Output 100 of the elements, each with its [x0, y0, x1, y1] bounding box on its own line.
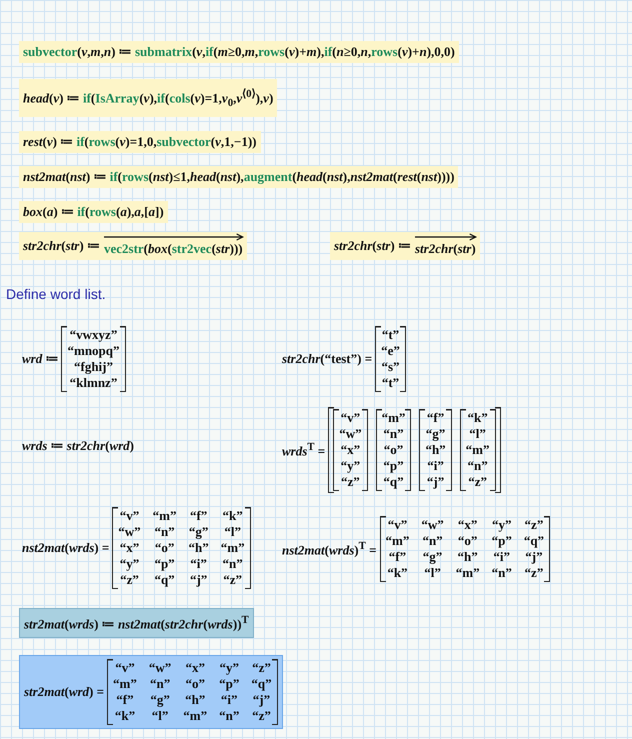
equation-highlight — [19, 79, 278, 117]
matrix-entry: “j” — [426, 474, 446, 490]
matrix-entry: “o” — [456, 533, 478, 549]
matrix-entry: “m” — [386, 533, 410, 549]
matrix-entry: “n” — [222, 556, 244, 572]
matrix-entry: “z” — [222, 572, 244, 588]
matrix-entry: “y” — [340, 458, 362, 474]
matrix-entry: “v” — [114, 660, 136, 676]
matrix-entry: “klmnz” — [68, 375, 118, 391]
math-expression: head(v) ≔ if(IsArray(v),if(cols(v)=1,v$_{0}$,v$^{⟨0⟩}$),v) — [23, 87, 274, 109]
matrix-entry: “k” — [386, 565, 409, 581]
matrix-entry: “w” — [339, 426, 362, 442]
equation-highlight — [19, 608, 254, 638]
matrix-entry: “m” — [152, 508, 176, 524]
matrix-entry: “n” — [492, 565, 512, 581]
matrix-entry: “z” — [119, 572, 140, 588]
matrix-entry: “vwxyz” — [68, 327, 118, 343]
matrix-entry: “g” — [422, 549, 444, 565]
matrix-entry: “fghij” — [73, 359, 114, 375]
math-expression: nst2mat(wrds) = — [22, 540, 110, 556]
matrix-entry: “z” — [251, 708, 272, 724]
matrix-entry: “y” — [118, 556, 140, 572]
matrix-entry: “h” — [456, 549, 479, 565]
matrix-entry: “h” — [425, 442, 446, 458]
matrix-entry: “j” — [188, 572, 208, 588]
matrix-entry: “n” — [382, 426, 405, 442]
matrix-entry: “m” — [382, 410, 406, 426]
matrix-entry: “o” — [184, 676, 206, 692]
matrix-entry: “h” — [184, 692, 206, 708]
math-expression: str2mat(wrd) = — [24, 684, 104, 700]
matrix-entry: “g” — [149, 692, 171, 708]
equation-highlight — [19, 201, 168, 223]
math-expression: nst2mat(nst) ≔ if(rows(nst)≤1,head(nst),augment(head(nst),nst2mat(rest(nst)))) — [23, 169, 454, 185]
matrix-entry: “i” — [492, 549, 512, 565]
equation-highlight — [19, 41, 459, 63]
matrix-entry: “i” — [189, 556, 208, 572]
matrix-entry: “k” — [114, 708, 136, 724]
equation-highlight — [19, 166, 458, 188]
equation-highlight — [330, 232, 480, 260]
math-expression: nst2mat(wrds)$^{T}$ = — [282, 540, 377, 558]
matrix-entry: “m” — [113, 676, 137, 692]
math-expression: str2chr(str) — [414, 241, 476, 256]
matrix-entry: “x” — [456, 517, 478, 533]
matrix-entry: “n” — [153, 524, 176, 540]
matrix-entry: “n” — [219, 708, 240, 724]
matrix-entry: “n” — [466, 458, 489, 474]
matrix-entry: “e” — [381, 343, 400, 359]
matrix-entry: “i” — [220, 692, 239, 708]
matrix-entry: “m” — [466, 442, 490, 458]
math-expression: subvector(v,m,n) ≔ submatrix(v,if(m≥0,m,rows(v)+m),if(n≥0,n,rows(v)+n),0,0) — [23, 44, 455, 60]
matrix-entry: “x” — [118, 540, 140, 556]
equation-highlight — [19, 655, 283, 729]
matrix-entry: “m” — [456, 565, 480, 581]
math-expression: vec2str(box(str2vec(str))) — [104, 241, 243, 256]
matrix-entry: “q” — [251, 676, 272, 692]
matrix-entry: “m” — [220, 540, 245, 556]
matrix-entry: “j” — [252, 692, 272, 708]
section-heading: Define word list. — [6, 286, 106, 302]
matrix-entry: “n” — [148, 676, 172, 692]
math-expression: wrds ≔ str2chr(wrd) — [22, 438, 134, 454]
matrix-entry: “m” — [183, 708, 208, 724]
matrix-entry: “h” — [188, 540, 209, 556]
matrix-entry: “z” — [524, 565, 544, 581]
matrix-entry: “k” — [466, 410, 489, 426]
math-expression: box(a) ≔ if(rows(a),a,[a]) — [23, 204, 164, 220]
matrix-entry: “l” — [423, 565, 442, 581]
math-expression: wrds$^{T}$ = — [282, 440, 326, 460]
matrix-entry: “n” — [421, 533, 444, 549]
matrix-entry: “q” — [382, 474, 405, 490]
matrix-entry: “z” — [251, 660, 272, 676]
matrix-entry: “q” — [524, 533, 544, 549]
math-expression: wrd ≔ — [22, 351, 58, 367]
math-expression: str2chr(str) ≔ — [334, 238, 411, 254]
matrix-entry: “f” — [188, 508, 208, 524]
matrix-entry: “l” — [223, 524, 242, 540]
math-expression: rest(v) ≔ if(rows(v)=1,0,subvector(v,1,−1)) — [23, 134, 256, 150]
matrix-entry: “z” — [467, 474, 488, 490]
matrix-entry: “g” — [188, 524, 209, 540]
matrix-entry: “q” — [153, 572, 176, 588]
matrix-entry: “x” — [184, 660, 206, 676]
matrix-entry: “w” — [421, 517, 444, 533]
matrix-entry: “y” — [492, 517, 512, 533]
matrix-entry: “l” — [468, 426, 487, 442]
matrix-entry: “mnopq” — [67, 343, 120, 359]
matrix-entry: “f” — [426, 410, 446, 426]
equation-highlight — [19, 232, 247, 260]
matrix-entry: “v” — [386, 517, 408, 533]
matrix-entry: “o” — [154, 540, 176, 556]
matrix-entry: “j” — [524, 549, 544, 565]
math-expression: str2chr(str) ≔ — [23, 238, 100, 254]
equation-highlight — [19, 131, 260, 153]
math-expression: str2chr(“test”) = — [282, 351, 372, 367]
matrix-entry: “t” — [381, 327, 400, 343]
matrix-entry: “w” — [118, 524, 141, 540]
matrix-entry: “p” — [153, 556, 176, 572]
math-expression: str2mat(wrds) ≔ nst2mat(str2chr(wrds))$^{T}$ — [24, 614, 249, 632]
matrix-entry: “p” — [492, 533, 512, 549]
matrix-entry: “w” — [148, 660, 172, 676]
matrix-entry: “s” — [381, 359, 400, 375]
matrix-entry: “i” — [426, 458, 445, 474]
